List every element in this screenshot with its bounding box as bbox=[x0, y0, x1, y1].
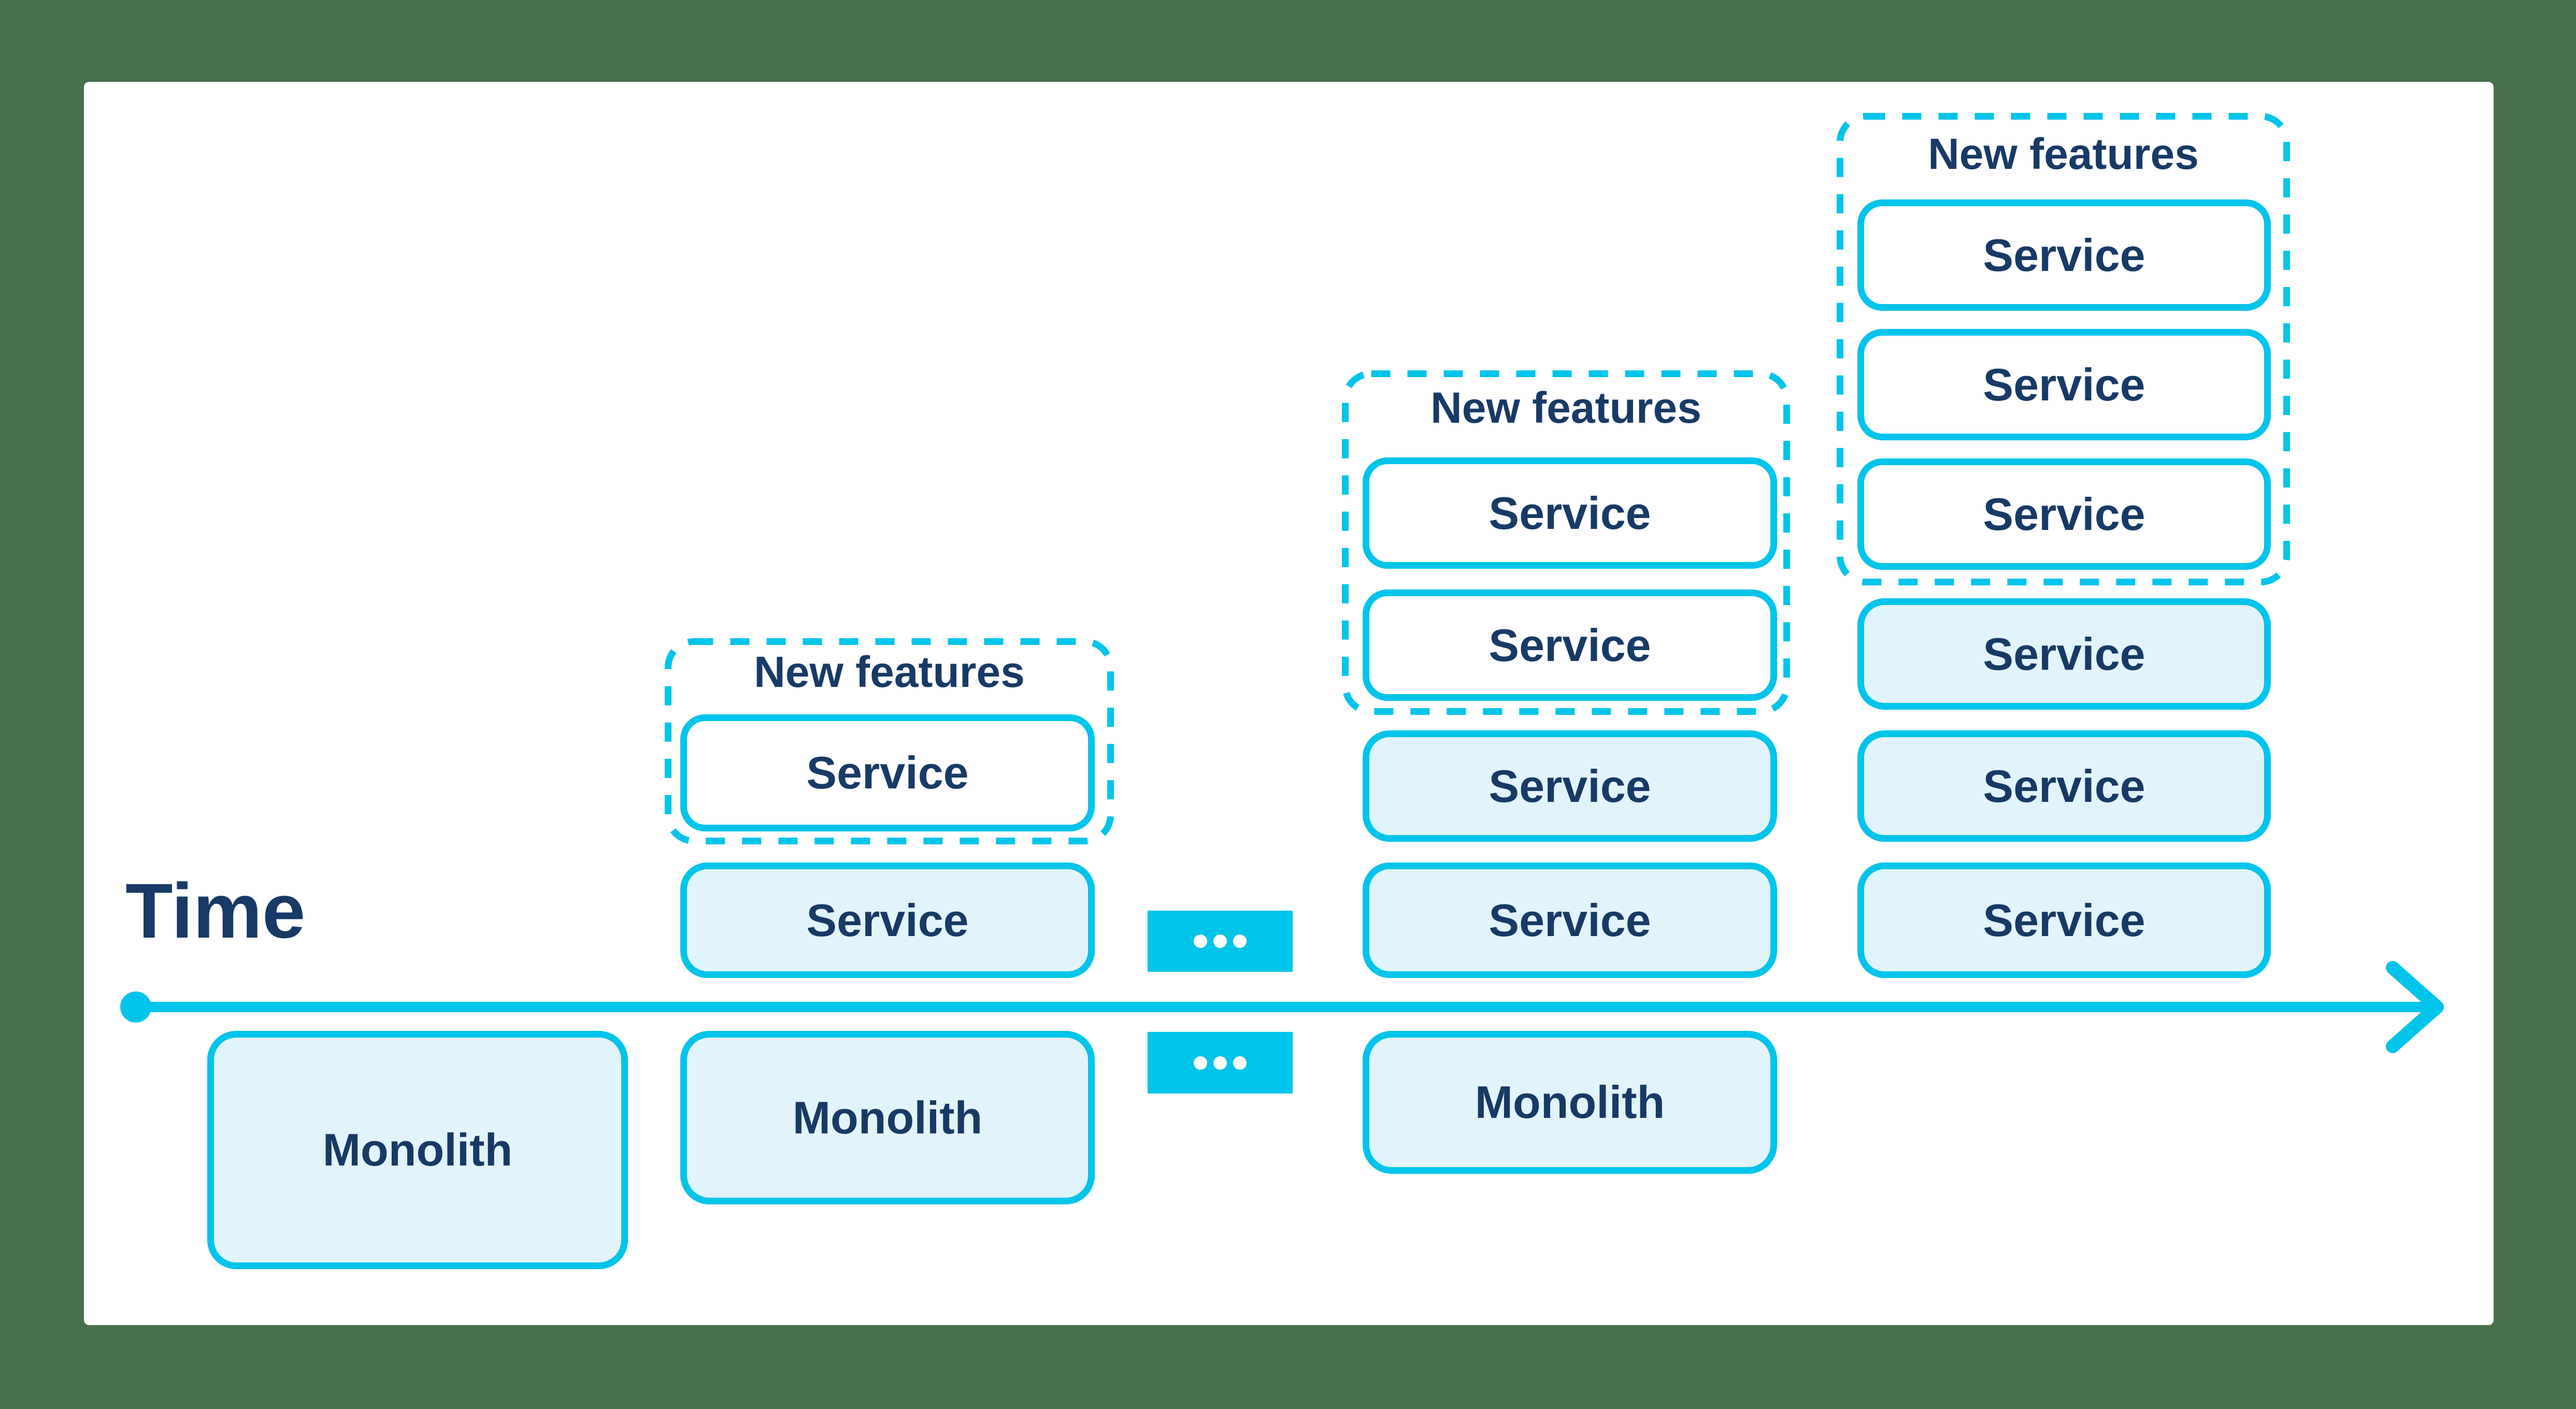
new-service-box: Service bbox=[1857, 458, 2271, 570]
new-features-label-stage-4: New features bbox=[1928, 130, 2199, 178]
ellipsis-dots-icon bbox=[1233, 1056, 1247, 1070]
new-service-box: Service bbox=[680, 714, 1095, 831]
service-label: Service bbox=[1983, 760, 2145, 812]
new-service-box: Service bbox=[1857, 199, 2271, 311]
service-label: Service bbox=[806, 894, 969, 946]
service-label: Service bbox=[806, 747, 969, 798]
new-service-box: Service bbox=[1363, 590, 1777, 701]
ellipsis-connector-above-timeline bbox=[1148, 911, 1293, 972]
service-box: Service bbox=[1857, 862, 2271, 978]
timeline-start-dot bbox=[120, 991, 151, 1023]
new-features-label-stage-2: New features bbox=[754, 648, 1025, 696]
service-label: Service bbox=[1983, 628, 2145, 680]
ellipsis-dots-icon bbox=[1194, 1056, 1207, 1070]
service-label: Service bbox=[1489, 487, 1651, 539]
new-features-dashed-border-stage-4 bbox=[1837, 113, 2290, 585]
new-service-box: Service bbox=[1857, 329, 2271, 440]
monolith-box-stage-2: Monolith bbox=[680, 1031, 1095, 1204]
service-label: Service bbox=[1489, 619, 1651, 671]
new-service-box: Service bbox=[1363, 457, 1777, 569]
service-box: Service bbox=[1857, 730, 2271, 842]
service-label: Service bbox=[1983, 229, 2145, 281]
monolith-box-stage-1: Monolith bbox=[207, 1031, 628, 1269]
service-box: Service bbox=[1363, 730, 1777, 842]
service-label: Service bbox=[1489, 894, 1651, 946]
service-label: Service bbox=[1489, 760, 1651, 812]
timeline-arrowhead-icon bbox=[2386, 961, 2444, 1053]
monolith-box-stage-3: Monolith bbox=[1363, 1031, 1777, 1174]
service-label: Service bbox=[1983, 894, 2145, 946]
service-box: Service bbox=[680, 862, 1095, 978]
ellipsis-dots-icon bbox=[1213, 1056, 1227, 1070]
monolith-label: Monolith bbox=[1475, 1076, 1665, 1128]
new-features-label-stage-3: New features bbox=[1430, 383, 1701, 432]
ellipsis-dots-icon bbox=[1194, 934, 1207, 948]
service-box: Service bbox=[1857, 598, 2271, 710]
timeline-and-dashed-groups-graphic bbox=[120, 113, 2444, 1053]
time-axis-label: Time bbox=[125, 867, 306, 954]
service-label: Service bbox=[1983, 358, 2145, 410]
ellipsis-dots-icon bbox=[1213, 934, 1227, 948]
monolith-label: Monolith bbox=[792, 1091, 983, 1143]
new-features-dashed-border-stage-3 bbox=[1342, 370, 1790, 715]
monolith-label: Monolith bbox=[322, 1124, 513, 1175]
ellipsis-connector-below-timeline bbox=[1148, 1032, 1293, 1094]
service-label: Service bbox=[1983, 488, 2145, 540]
ellipsis-dots-icon bbox=[1233, 934, 1247, 948]
new-features-dashed-border-stage-2 bbox=[665, 638, 1114, 844]
diagram-canvas: Time Monolith New features Service Servi… bbox=[84, 82, 2494, 1325]
service-box: Service bbox=[1363, 862, 1777, 978]
